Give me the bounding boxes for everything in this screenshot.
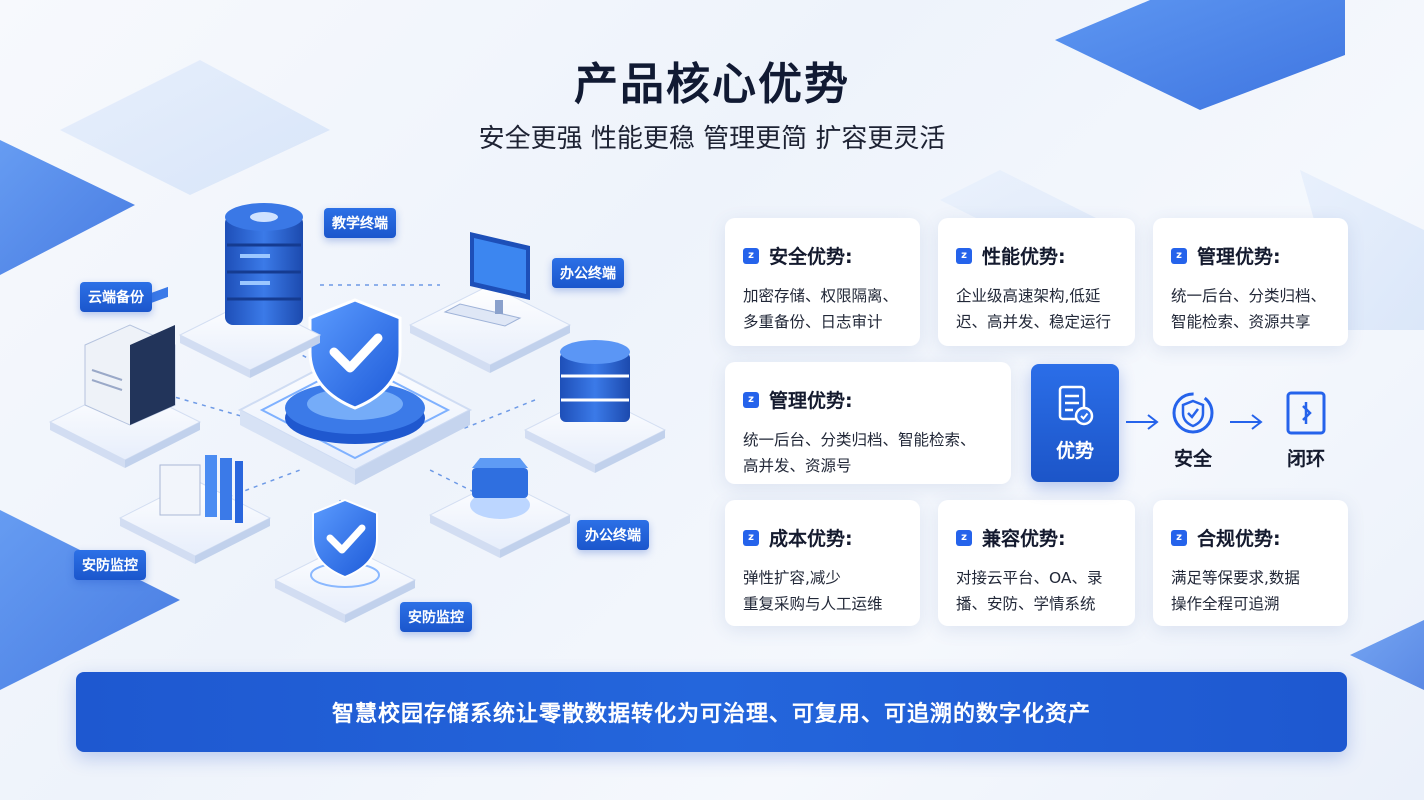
card-badge-icon: z <box>743 529 759 546</box>
card-line: 弹性扩容,减少 <box>743 569 841 587</box>
card-badge-icon: z <box>743 247 759 264</box>
database-tower-icon <box>178 203 322 378</box>
deco-shape <box>0 140 135 275</box>
card-line: 统一后台、分类归档、智能检索、 <box>743 431 976 449</box>
backup-server-icon <box>48 286 202 468</box>
card-title: 性能优势: <box>982 246 1066 268</box>
card-line: 统一后台、分类归档、 <box>1171 287 1327 305</box>
banner-text: 智慧校园存储系统让零散数据转化为可治理、可复用、可追溯的数字化资产 <box>331 702 1091 727</box>
flow-step-security: 安全 <box>1170 390 1216 471</box>
arrow-right-icon <box>1230 414 1263 430</box>
card-title: 安全优势: <box>769 246 853 268</box>
isometric-illustration: 教学终端 办公终端 云端备份 办公终端 安防监控 安防监控 <box>0 190 720 660</box>
tag-teaching-terminal: 教学终端 <box>324 208 396 238</box>
deco-shape <box>1350 620 1424 690</box>
tag-cloud-backup: 云端备份 <box>80 282 152 312</box>
card-line: 高并发、资源号 <box>743 457 852 475</box>
card-line: 操作全程可追溯 <box>1171 595 1280 613</box>
card-line: 多重备份、日志审计 <box>743 313 883 331</box>
card-compatibility: z 兼容优势: 对接云平台、OA、录播、安防、学情系统 <box>938 500 1135 626</box>
deco-shape <box>60 60 330 195</box>
card-line: 重复采购与人工运维 <box>743 595 883 613</box>
shield-check-icon <box>1172 392 1214 434</box>
page-title: 产品核心优势 <box>574 59 850 110</box>
card-line: 对接云平台、OA、录 <box>956 569 1103 587</box>
arrow-right-icon <box>1126 414 1159 430</box>
card-line: 企业级高速架构,低延 <box>956 287 1101 305</box>
card-line: 满足等保要求,数据 <box>1171 569 1300 587</box>
center-platform <box>237 348 473 485</box>
card-line: 迟、高并发、稳定运行 <box>956 313 1112 331</box>
card-line: 智能检索、资源共享 <box>1171 313 1311 331</box>
database-cylinder-icon <box>523 340 667 473</box>
card-management-top: z 管理优势: 统一后台、分类归档、智能检索、资源共享 <box>1153 218 1348 346</box>
flow-start-label: 优势 <box>1055 439 1094 462</box>
deco-shape <box>1055 0 1345 110</box>
card-title: 成本优势: <box>769 528 853 550</box>
loop-document-icon <box>1286 391 1326 435</box>
illustration-svg <box>48 203 667 623</box>
tag-office-terminal-top: 办公终端 <box>552 258 624 288</box>
card-badge-icon: z <box>956 529 972 546</box>
storage-array-icon <box>118 455 272 564</box>
deco-shape <box>1300 170 1424 330</box>
card-cost: z 成本优势: 弹性扩容,减少重复采购与人工运维 <box>725 500 920 626</box>
card-badge-icon: z <box>743 391 759 408</box>
card-title: 管理优势: <box>1197 246 1281 268</box>
document-check-icon <box>1058 385 1094 425</box>
tag-office-terminal-bottom: 办公终端 <box>577 520 649 550</box>
flow-step-label: 闭环 <box>1286 448 1325 470</box>
page-subtitle: 安全更强 性能更稳 管理更简 扩容更灵活 <box>478 124 946 154</box>
bottom-banner: 智慧校园存储系统让零散数据转化为可治理、可复用、可追溯的数字化资产 <box>76 672 1347 752</box>
flow-start-box: 优势 <box>1031 364 1119 482</box>
card-badge-icon: z <box>956 247 972 264</box>
flow-step-closed-loop: 闭环 <box>1284 390 1328 471</box>
card-badge-icon: z <box>1171 247 1187 264</box>
card-title: 合规优势: <box>1197 528 1281 550</box>
card-line: 加密存储、权限隔离、 <box>743 287 899 305</box>
card-title: 管理优势: <box>769 390 853 412</box>
tag-security-monitor-left: 安防监控 <box>74 550 146 580</box>
security-shield-icon <box>273 498 417 623</box>
card-compliance: z 合规优势: 满足等保要求,数据操作全程可追溯 <box>1153 500 1348 626</box>
card-line: 播、安防、学情系统 <box>956 595 1096 613</box>
tag-security-monitor-bottom: 安防监控 <box>400 602 472 632</box>
deco-shape <box>0 510 180 690</box>
card-badge-icon: z <box>1171 529 1187 546</box>
card-management-wide: z 管理优势: 统一后台、分类归档、智能检索、高并发、资源号 <box>725 362 1011 484</box>
flow-step-label: 安全 <box>1173 448 1212 470</box>
office-device-icon <box>428 458 572 558</box>
computer-terminal-icon <box>408 232 572 373</box>
card-security: z 安全优势: 加密存储、权限隔离、多重备份、日志审计 <box>725 218 920 346</box>
card-performance: z 性能优势: 企业级高速架构,低延迟、高并发、稳定运行 <box>938 218 1135 346</box>
card-title: 兼容优势: <box>982 528 1066 550</box>
center-shield-icon <box>308 298 402 410</box>
